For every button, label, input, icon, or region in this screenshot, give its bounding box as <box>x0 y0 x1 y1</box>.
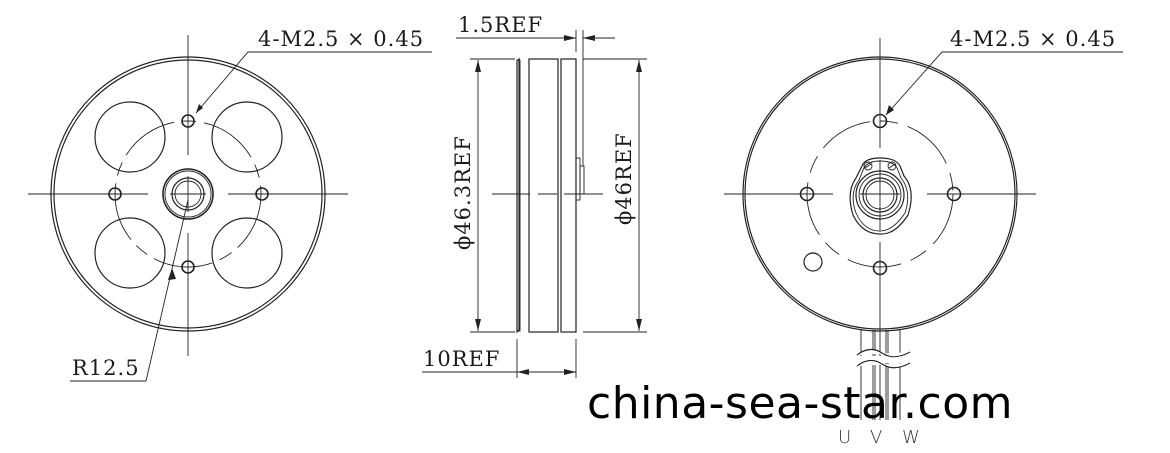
watermark-text: china-sea-star.com <box>587 378 1014 429</box>
side-view: ϕ46.3REF ϕ46REF 1.5REF 10REF <box>422 13 647 378</box>
motor-wires <box>856 330 911 420</box>
bottom-width-dimension: 10REF <box>423 347 500 371</box>
wire-label-v: V <box>870 427 882 448</box>
wire-label-u: U <box>838 427 851 448</box>
wire-label-w: W <box>902 427 920 448</box>
front-thread-callout: 4-M2.5 × 0.45 <box>258 27 424 51</box>
rear-view: 4-M2.5 × 0.45 U V W <box>724 27 1123 448</box>
left-diameter-dimension: ϕ46.3REF <box>451 135 475 250</box>
rear-thread-callout: 4-M2.5 × 0.45 <box>950 27 1116 51</box>
radius-callout: R12.5 <box>72 356 140 380</box>
front-view: 4-M2.5 × 0.45 R12.5 <box>28 27 432 382</box>
right-diameter-dimension: ϕ46REF <box>612 132 636 225</box>
top-width-dimension: 1.5REF <box>458 13 543 37</box>
